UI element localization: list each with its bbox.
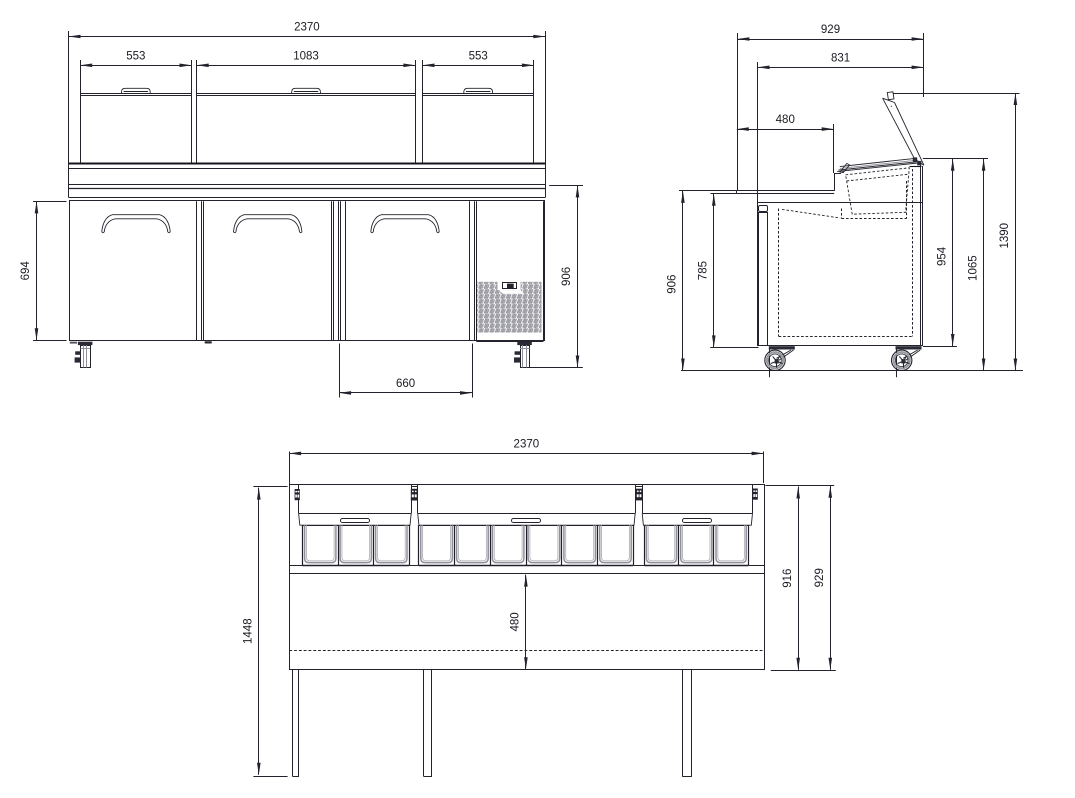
- svg-text:785: 785: [698, 261, 710, 280]
- svg-text:929: 929: [814, 568, 826, 587]
- svg-text:1448: 1448: [243, 618, 255, 644]
- svg-text:929: 929: [821, 24, 840, 36]
- svg-text:906: 906: [561, 267, 573, 286]
- svg-text:906: 906: [667, 275, 679, 294]
- svg-text:1390: 1390: [999, 223, 1011, 249]
- svg-text:694: 694: [20, 261, 32, 281]
- svg-text:2370: 2370: [294, 22, 320, 34]
- svg-text:2370: 2370: [514, 438, 540, 450]
- svg-text:1065: 1065: [967, 255, 979, 281]
- svg-text:480: 480: [510, 612, 522, 631]
- svg-text:480: 480: [776, 114, 795, 126]
- svg-text:553: 553: [469, 50, 488, 62]
- svg-text:553: 553: [126, 50, 145, 62]
- svg-text:954: 954: [936, 246, 948, 266]
- svg-text:831: 831: [831, 52, 850, 64]
- svg-text:660: 660: [396, 378, 415, 390]
- svg-text:1083: 1083: [293, 50, 319, 62]
- svg-text:916: 916: [782, 569, 794, 588]
